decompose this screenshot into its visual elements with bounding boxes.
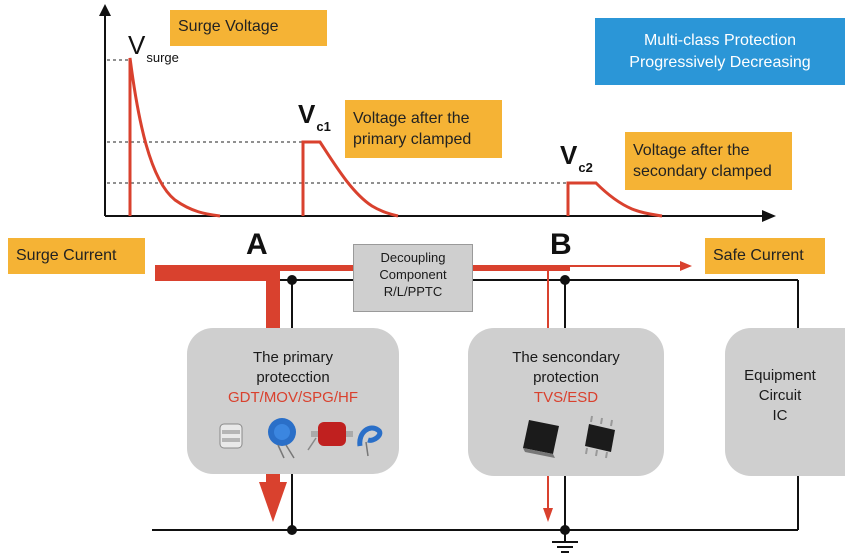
surge-voltage-label: Surge Voltage <box>170 10 327 46</box>
esd-icon <box>585 415 615 459</box>
secondary-title-line2: protection <box>533 369 599 386</box>
node-a-bottom-junction <box>287 525 297 535</box>
secondary-title-line1: The sencondary <box>512 349 620 366</box>
vsurge-label: Vsurge <box>128 30 179 65</box>
secondary-components-icons <box>523 415 615 459</box>
safe-current-arrowhead <box>680 261 692 271</box>
tvs-icon <box>523 420 559 458</box>
secondary-current-arrowhead <box>543 508 553 522</box>
primary-components-icons <box>219 418 383 459</box>
vc2-label: Vc2 <box>560 140 593 175</box>
decoupling-component-box: Decoupling Component R/L/PPTC <box>353 244 473 312</box>
equipment-circuit-box: Equipment Circuit IC <box>725 328 845 476</box>
mov-icon <box>268 418 296 459</box>
secondary-protection-box: The sencondary protection TVS/ESD <box>468 328 664 476</box>
y-axis-arrow <box>99 4 111 16</box>
surge-current-path <box>155 265 287 522</box>
node-b-label: B <box>550 228 572 261</box>
secondary-parts-list: TVS/ESD <box>533 389 599 406</box>
node-a-top-junction <box>287 275 297 285</box>
node-b-top-junction <box>560 275 570 285</box>
primary-parts-list: GDT/MOV/SPG/HF <box>227 389 358 406</box>
primary-title-line2: protecction <box>256 369 330 386</box>
secondary-clamped-label: Voltage after the secondary clamped <box>625 132 792 190</box>
primary-clamped-waveform <box>301 140 399 218</box>
ground-icon <box>552 530 578 553</box>
hf-icon <box>357 425 383 457</box>
primary-protection-box: The primary protecction GDT/MOV/SPG/HF <box>187 328 399 474</box>
secondary-clamped-waveform <box>566 181 663 218</box>
node-a-label: A <box>246 228 268 261</box>
safe-current-label: Safe Current <box>705 238 825 274</box>
surge-current-label: Surge Current <box>8 238 145 274</box>
primary-title-line1: The primary <box>252 349 334 366</box>
spg-icon <box>307 422 353 451</box>
gdt-icon <box>219 423 243 449</box>
x-axis-arrow <box>762 210 776 222</box>
surge-waveform <box>128 57 221 218</box>
primary-clamped-label: Voltage after the primary clamped <box>345 100 502 158</box>
multi-class-protection-box: Multi-class Protection Progressively Dec… <box>595 18 845 85</box>
vc1-label: Vc1 <box>298 99 331 134</box>
